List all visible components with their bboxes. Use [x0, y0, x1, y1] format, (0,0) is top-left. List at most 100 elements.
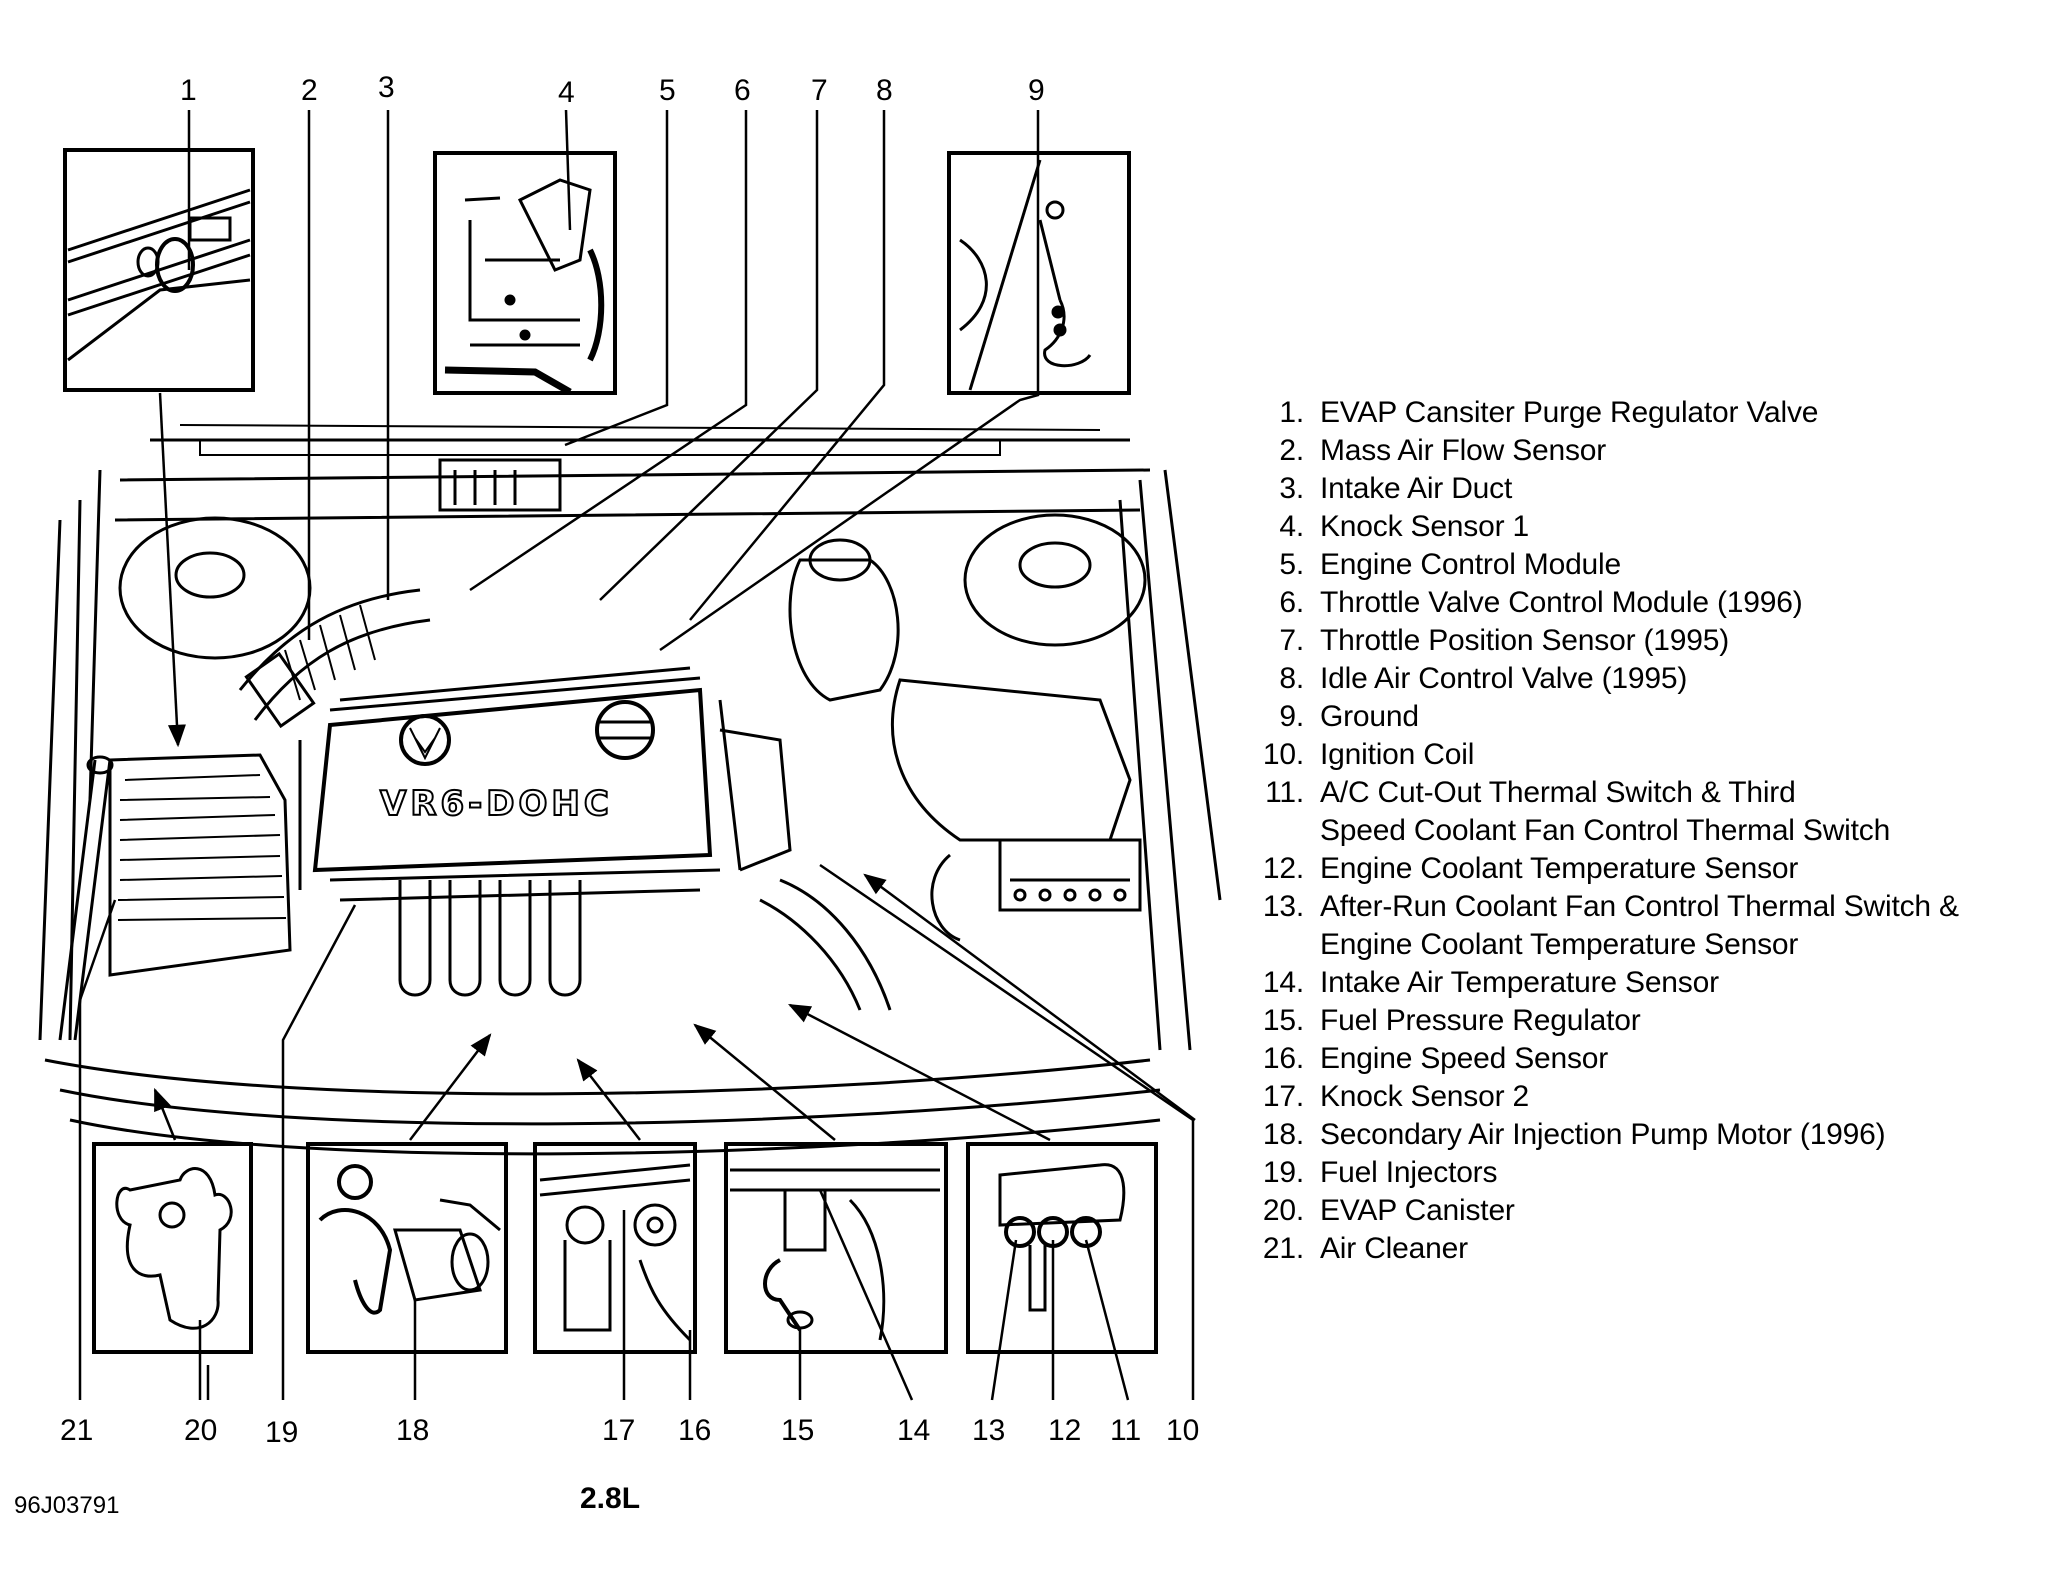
inset-knock-sensor-2 — [533, 1142, 697, 1400]
callout-11: 11 — [1110, 1414, 1141, 1447]
top-leader-lines — [158, 109, 1040, 748]
legend-number: 15. — [1262, 1004, 1304, 1037]
callout-5: 5 — [659, 74, 676, 107]
legend-number: 16. — [1262, 1042, 1304, 1075]
legend-label: Knock Sensor 2 — [1320, 1080, 1529, 1113]
legend-item: 20. EVAP Canister — [1228, 1192, 2048, 1230]
callout-21: 21 — [60, 1414, 93, 1447]
legend-item: 8. Idle Air Control Valve (1995) — [1228, 660, 2048, 698]
callout-10: 10 — [1166, 1414, 1199, 1447]
legend-label: Throttle Position Sensor (1995) — [1320, 624, 1730, 657]
legend-label: Knock Sensor 1 — [1320, 510, 1529, 543]
legend-item: 16. Engine Speed Sensor — [1228, 1040, 2048, 1078]
top-callout-numbers: 1 2 3 4 5 6 7 8 9 — [180, 71, 1045, 109]
callout-16: 16 — [678, 1414, 711, 1447]
legend-number: 4. — [1279, 510, 1304, 543]
figure-id: 96J03791 — [14, 1492, 120, 1519]
legend-number: 2. — [1279, 434, 1304, 467]
legend-label: Intake Air Duct — [1320, 472, 1513, 505]
legend-number: 14. — [1262, 966, 1304, 999]
legend-item: 14. Intake Air Temperature Sensor — [1228, 964, 2048, 1002]
legend-item: 18. Secondary Air Injection Pump Motor (1… — [1228, 1116, 2048, 1154]
legend-number: 11. — [1265, 776, 1304, 809]
legend-label: Idle Air Control Valve (1995) — [1320, 662, 1688, 695]
legend-item: 15. Fuel Pressure Regulator — [1228, 1002, 2048, 1040]
legend-label: A/C Cut-Out Thermal Switch & Third Speed… — [1320, 776, 1891, 847]
legend-number: 1. — [1279, 396, 1304, 429]
legend-item: 1. EVAP Cansiter Purge Regulator Valve — [1228, 394, 2048, 432]
legend-label: Engine Coolant Temperature Sensor — [1320, 852, 1799, 885]
legend-number: 8. — [1279, 662, 1304, 695]
component-legend: 1. EVAP Cansiter Purge Regulator Valve 2. M… — [1228, 394, 2048, 1268]
legend-number: 9. — [1279, 700, 1304, 733]
callout-6: 6 — [734, 74, 751, 107]
legend-item: 21. Air Cleaner — [1228, 1230, 2048, 1268]
legend-label: Throttle Valve Control Module (1996) — [1320, 586, 1803, 619]
legend-item: 19. Fuel Injectors — [1228, 1154, 2048, 1192]
engine-bay-outline — [38, 424, 1222, 1156]
callout-8: 8 — [876, 74, 893, 107]
callout-18: 18 — [396, 1414, 429, 1447]
callout-9: 9 — [1028, 74, 1045, 107]
legend-label: EVAP Canister — [1320, 1194, 1515, 1227]
callout-15: 15 — [781, 1414, 814, 1447]
legend-number: 6. — [1279, 586, 1304, 619]
legend-item: 10. Ignition Coil — [1228, 736, 2048, 774]
legend-item: 17. Knock Sensor 2 — [1228, 1078, 2048, 1116]
legend-number: 20. — [1262, 1194, 1304, 1227]
legend-number: 17. — [1262, 1080, 1304, 1113]
legend-label: Air Cleaner — [1320, 1232, 1468, 1265]
legend-item: 2. Mass Air Flow Sensor — [1228, 432, 2048, 470]
legend-label: Engine Control Module — [1320, 548, 1621, 581]
engine-cover-text: VR6-DOHC — [380, 784, 613, 824]
legend-number: 3. — [1279, 472, 1304, 505]
legend-number: 19. — [1262, 1156, 1304, 1189]
legend-label: EVAP Cansiter Purge Regulator Valve — [1320, 396, 1819, 429]
callout-14: 14 — [897, 1414, 930, 1447]
inset-evap-purge-valve — [63, 148, 255, 392]
callout-1: 1 — [180, 74, 197, 107]
callout-20: 20 — [184, 1414, 217, 1447]
legend-item: 11. A/C Cut-Out Thermal Switch & Third Sp… — [1228, 774, 2048, 850]
inset-fuel-pressure-regulator — [724, 1142, 948, 1401]
legend-label: Engine Speed Sensor — [1320, 1042, 1609, 1075]
inset-knock-sensor-1 — [433, 151, 617, 396]
legend-label: After-Run Coolant Fan Control Thermal Sw… — [1320, 890, 1959, 961]
callout-17: 17 — [602, 1414, 635, 1447]
legend-item: 13. After-Run Coolant Fan Control Thermal… — [1228, 888, 2048, 964]
legend-number: 21. — [1262, 1232, 1304, 1265]
inset-evap-canister — [92, 1142, 253, 1400]
callout-13: 13 — [972, 1414, 1005, 1447]
legend-label: Ground — [1320, 700, 1419, 733]
inset-secondary-air-pump — [306, 1142, 508, 1400]
legend-number: 13. — [1262, 890, 1304, 923]
callout-12: 12 — [1048, 1414, 1081, 1447]
legend-label: Mass Air Flow Sensor — [1320, 434, 1607, 467]
legend-item: 3. Intake Air Duct — [1228, 470, 2048, 508]
legend-label: Ignition Coil — [1320, 738, 1475, 771]
inset-coolant-switches — [966, 1142, 1158, 1401]
callout-3: 3 — [378, 71, 395, 104]
legend-item: 12. Engine Coolant Temperature Sensor — [1228, 850, 2048, 888]
legend-label: Fuel Injectors — [1320, 1156, 1498, 1189]
bottom-leader-lines — [78, 863, 1196, 1400]
callout-7: 7 — [811, 74, 828, 107]
legend-item: 6. Throttle Valve Control Module (1996) — [1228, 584, 2048, 622]
legend-label: Fuel Pressure Regulator — [1320, 1004, 1641, 1037]
legend-item: 4. Knock Sensor 1 — [1228, 508, 2048, 546]
callout-4: 4 — [558, 76, 575, 109]
legend-number: 10. — [1262, 738, 1304, 771]
legend-number: 18. — [1262, 1118, 1304, 1151]
legend-item: 5. Engine Control Module — [1228, 546, 2048, 584]
bottom-callout-numbers: 21 20 19 18 17 16 15 14 13 12 11 10 — [60, 1414, 1199, 1449]
callout-19: 19 — [265, 1416, 298, 1449]
callout-2: 2 — [301, 74, 318, 107]
legend-number: 12. — [1262, 852, 1304, 885]
legend-item: 9. Ground — [1228, 698, 2048, 736]
legend-label: Secondary Air Injection Pump Motor (1996… — [1320, 1118, 1886, 1151]
legend-label: Intake Air Temperature Sensor — [1320, 966, 1719, 999]
legend-item: 7.Throttle Position Sensor (1995) — [1228, 622, 2048, 660]
engine-size-label: 2.8L — [580, 1482, 641, 1515]
legend-number: 5. — [1279, 548, 1304, 581]
